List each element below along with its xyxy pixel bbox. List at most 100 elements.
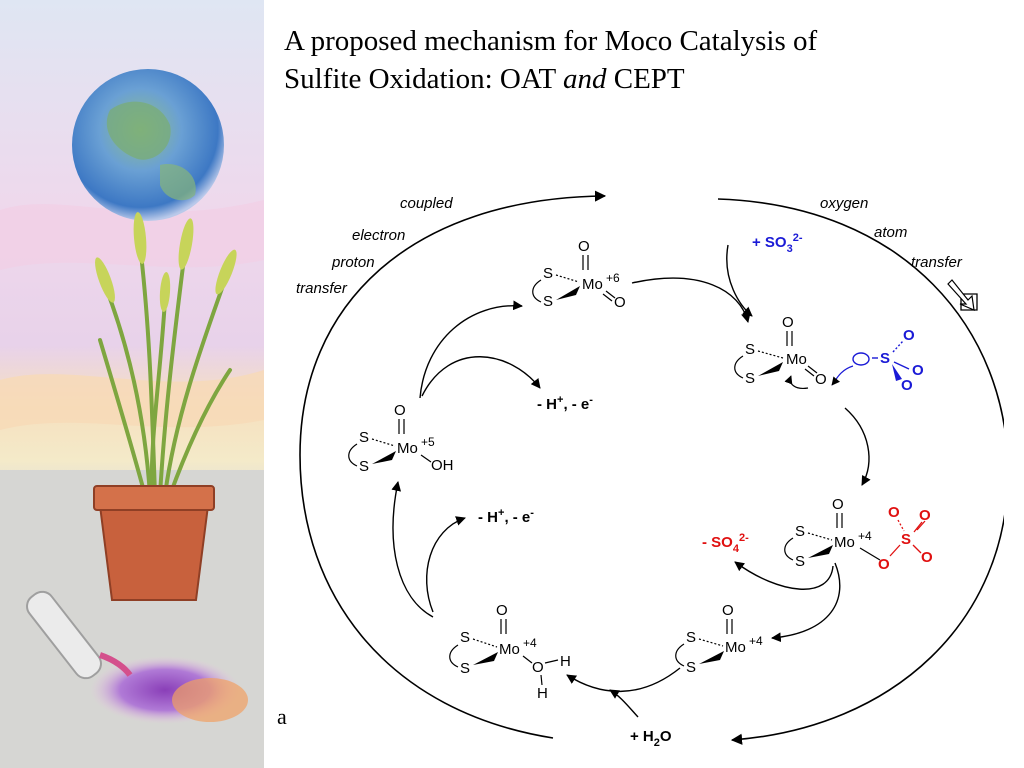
arrow-sulfite-entry bbox=[726, 244, 753, 317]
atom-mo: Mo bbox=[499, 641, 520, 658]
atom-mo: Mo bbox=[397, 440, 418, 457]
water-reagent-suffix: O bbox=[660, 728, 672, 745]
catalytic-cycle-diagram: coupled electron proton transfer oxygen … bbox=[296, 190, 1004, 749]
sulfate-release-prefix: - SO bbox=[702, 534, 733, 551]
atom-s: S bbox=[543, 265, 553, 282]
proton-electron-loss-upper: - H+, - e- bbox=[537, 394, 593, 413]
sulfite-reagent-sub: 3 bbox=[787, 243, 793, 255]
sulfite-o: O bbox=[901, 377, 913, 394]
sulfite-s: S bbox=[880, 350, 890, 367]
sulfite-o: O bbox=[903, 327, 915, 344]
wheat-heads bbox=[95, 212, 237, 312]
oxidation-state-mo4-aqua: +4 bbox=[523, 636, 537, 650]
sulfate-release-sub: 4 bbox=[733, 543, 740, 555]
title-line-2-prefix: Sulfite Oxidation: OAT bbox=[284, 63, 563, 95]
test-tube bbox=[26, 590, 102, 680]
sulfite-anion: S O O O bbox=[852, 327, 924, 394]
oat-label-atom: atom bbox=[874, 224, 907, 241]
oxidation-state-mo4-sulfate: +4 bbox=[858, 529, 872, 543]
proton-loss-lower: - H bbox=[478, 509, 498, 526]
sulfate-release-sup: 2- bbox=[739, 532, 749, 544]
atom-s: S bbox=[745, 370, 755, 387]
atom-o: O bbox=[815, 371, 827, 388]
complex-mo4-aqua: O S Mo +4 S O H H bbox=[449, 602, 571, 702]
outer-cycle-arc-right bbox=[717, 198, 1004, 745]
water-reagent-prefix: + H bbox=[630, 728, 654, 745]
atom-h: H bbox=[537, 685, 548, 702]
atom-s: S bbox=[795, 523, 805, 540]
atom-mo: Mo bbox=[725, 639, 746, 656]
lone-pair-icon bbox=[852, 352, 870, 366]
sulfite-reagent: + SO32- bbox=[752, 232, 803, 255]
atom-s: S bbox=[795, 553, 805, 570]
arrow-sulfate-release bbox=[734, 561, 834, 590]
electron-loss-lower: , - e bbox=[504, 509, 530, 526]
globe-continent bbox=[106, 101, 171, 160]
arrow-aqua-to-mo5 bbox=[391, 481, 434, 618]
atom-o: O bbox=[532, 659, 544, 676]
atom-o: O bbox=[782, 314, 794, 331]
atom-s: S bbox=[686, 659, 696, 676]
cept-label-transfer: transfer bbox=[296, 280, 348, 297]
sulfate-release: - SO42- bbox=[702, 532, 749, 555]
electron-charge-upper: - bbox=[589, 394, 593, 406]
proton-electron-loss-lower: - H+, - e- bbox=[478, 507, 534, 526]
complex-mo4-sulfate: O S Mo +4 S bbox=[784, 496, 881, 570]
oxidation-state-mo6: +6 bbox=[606, 271, 620, 285]
sulfite-reagent-sup: 2- bbox=[793, 232, 803, 244]
atom-s: S bbox=[359, 429, 369, 446]
arrow-upper-deprotonation bbox=[421, 356, 541, 397]
atom-mo: Mo bbox=[834, 534, 855, 551]
pink-cloud bbox=[0, 200, 264, 270]
complex-mo5-hydroxo: O S Mo +5 S OH bbox=[348, 402, 454, 475]
sulfate-o: O bbox=[919, 507, 931, 524]
oat-label-transfer: transfer bbox=[911, 254, 963, 271]
title-line-2-italic: and bbox=[562, 63, 607, 95]
arrow-to-sulfate-complex bbox=[844, 407, 871, 486]
cept-label-proton: proton bbox=[331, 254, 375, 271]
flower-pot-rim bbox=[93, 485, 215, 511]
electron-loss-upper: , - e bbox=[563, 396, 589, 413]
sulfate-o: O bbox=[921, 549, 933, 566]
atom-o: O bbox=[832, 496, 844, 513]
sulfate-o: O bbox=[878, 556, 890, 573]
grass-plant bbox=[98, 243, 232, 497]
sulfate-s: S bbox=[901, 531, 911, 548]
atom-s: S bbox=[460, 629, 470, 646]
complex-mo6: O S Mo +6 S O bbox=[532, 238, 626, 311]
proton-charge-upper: + bbox=[557, 394, 563, 406]
atom-s: S bbox=[460, 660, 470, 677]
electron-push-arrow bbox=[831, 365, 854, 386]
electron-charge-lower: - bbox=[530, 507, 534, 519]
page-title: A proposed mechanism for Moco Catalysis … bbox=[284, 22, 984, 98]
oxidation-state-mo5: +5 bbox=[421, 435, 435, 449]
title-line-1: A proposed mechanism for Moco Catalysis … bbox=[284, 25, 818, 57]
water-reagent-sub: 2 bbox=[654, 737, 660, 749]
sulfate-o: O bbox=[888, 504, 900, 521]
arrow-mo5-to-mo6 bbox=[419, 300, 523, 399]
arrow-lower-deprotonation bbox=[426, 516, 466, 613]
cept-label-electron: electron bbox=[352, 227, 405, 244]
atom-o: O bbox=[722, 602, 734, 619]
footnote-label: a bbox=[277, 704, 287, 729]
complex-mo6-sulfite: O S Mo S O bbox=[734, 314, 854, 389]
test-tube-liquid bbox=[98, 652, 133, 677]
atom-o: O bbox=[614, 294, 626, 311]
outer-cycle-arc-left bbox=[299, 190, 607, 739]
arrow-water-entry bbox=[609, 689, 639, 718]
atom-s: S bbox=[745, 341, 755, 358]
hollow-block-arrow-outline bbox=[947, 279, 975, 311]
proton-loss-upper: - H bbox=[537, 396, 557, 413]
sunset-band bbox=[0, 370, 264, 430]
atom-s: S bbox=[359, 458, 369, 475]
sulfate-bound: O O S O O bbox=[878, 504, 933, 573]
atom-o: O bbox=[578, 238, 590, 255]
atom-mo: Mo bbox=[582, 276, 603, 293]
arrow-mo4-to-aqua bbox=[566, 667, 681, 693]
atom-mo: Mo bbox=[786, 351, 807, 368]
complex-mo4-reduced: O S Mo +4 S bbox=[675, 602, 763, 676]
atom-s: S bbox=[686, 629, 696, 646]
hydroxo-oh: OH bbox=[431, 457, 454, 474]
atom-h: H bbox=[560, 653, 571, 670]
proton-charge-lower: + bbox=[498, 507, 504, 519]
